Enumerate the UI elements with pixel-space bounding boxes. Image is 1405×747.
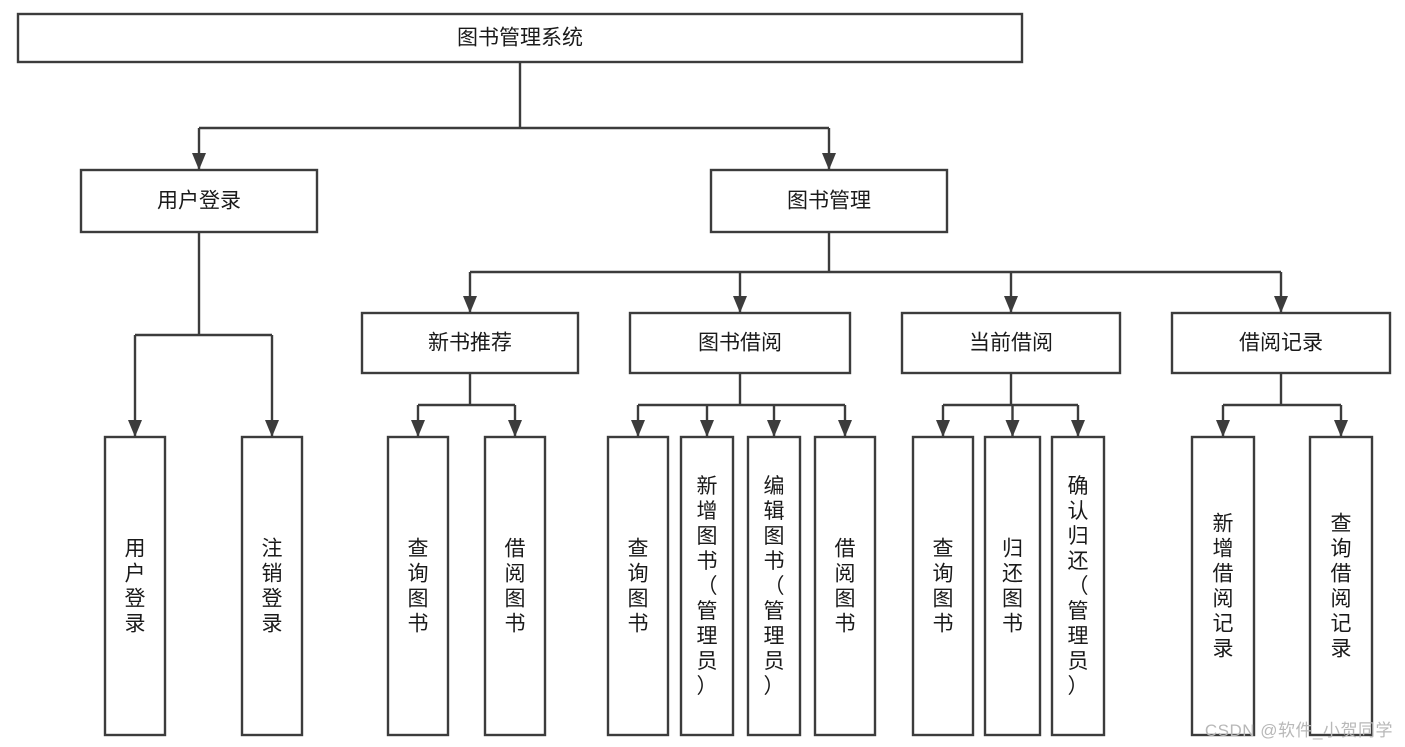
node-box[interactable] (983, 435, 1042, 737)
node-label: 查询图书 (628, 538, 649, 636)
node-box[interactable] (103, 435, 167, 737)
node-label: 图书管理系统 (457, 27, 583, 50)
level2-node-1-图书借阅[interactable]: 图书借阅 (628, 311, 852, 375)
branch-node-2-当前借阅-to-leaves (936, 373, 1085, 437)
node-box[interactable] (900, 311, 1122, 375)
node-label: 借阅图书 (835, 538, 856, 636)
level2-node-2-当前借阅[interactable]: 当前借阅 (900, 311, 1122, 375)
level2-node-0-新书推荐[interactable]: 新书推荐 (360, 311, 580, 375)
node-label: 注销登录 (262, 538, 283, 636)
level1-node-0-用户登录[interactable]: 用户登录 (79, 168, 319, 234)
csdn-watermark: CSDN @软件_小贺同学 (1204, 721, 1393, 740)
node-label: 查询借阅记录 (1331, 513, 1352, 661)
node-box[interactable] (911, 435, 975, 737)
node-label: 借阅记录 (1239, 332, 1323, 355)
node-label: 编辑图书（管理员） (764, 475, 785, 698)
node-box[interactable] (386, 435, 450, 737)
branch-root-to-level1 (192, 62, 836, 170)
leaf-node-7-借阅图书[interactable]: 借阅图书 (813, 435, 877, 737)
node-box[interactable] (16, 12, 1024, 64)
root-node-0-图书管理系统[interactable]: 图书管理系统 (16, 12, 1024, 64)
node-box[interactable] (813, 435, 877, 737)
node-box[interactable] (709, 168, 949, 234)
node-label: 用户登录 (157, 190, 241, 213)
leaf-node-1-注销登录[interactable]: 注销登录 (240, 435, 304, 737)
leaf-node-3-借阅图书[interactable]: 借阅图书 (483, 435, 547, 737)
node-layer: 图书管理系统用户登录图书管理新书推荐图书借阅当前借阅借阅记录用户登录注销登录查询… (16, 12, 1392, 737)
node-box[interactable] (679, 435, 735, 737)
node-label: 借阅图书 (505, 538, 526, 636)
node-label: 查询图书 (933, 538, 954, 636)
node-label: 图书管理 (787, 190, 871, 213)
branch-node-1-图书借阅-to-leaves (631, 373, 852, 437)
branch-node-0-新书推荐-to-leaves (411, 373, 522, 437)
level1-node-1-图书管理[interactable]: 图书管理 (709, 168, 949, 234)
leaf-node-5-新增图书管理员[interactable]: 新增图书（管理员） (679, 435, 735, 737)
leaf-node-12-查询借阅记录[interactable]: 查询借阅记录 (1308, 435, 1374, 737)
node-box[interactable] (483, 435, 547, 737)
leaf-node-2-查询图书[interactable]: 查询图书 (386, 435, 450, 737)
leaf-node-10-确认归还管理员[interactable]: 确认归还（管理员） (1050, 435, 1106, 737)
branch-bookmanagement-to-level2 (463, 232, 1288, 313)
node-label: 新增借阅记录 (1213, 513, 1234, 661)
leaf-node-11-新增借阅记录[interactable]: 新增借阅记录 (1190, 435, 1256, 737)
node-label: 图书借阅 (698, 332, 782, 355)
node-label: 当前借阅 (969, 332, 1053, 355)
branch-userlogin-to-leaves (128, 232, 279, 437)
node-box[interactable] (1050, 435, 1106, 737)
node-box[interactable] (1308, 435, 1374, 737)
leaf-node-4-查询图书[interactable]: 查询图书 (606, 435, 670, 737)
node-box[interactable] (240, 435, 304, 737)
level2-node-3-借阅记录[interactable]: 借阅记录 (1170, 311, 1392, 375)
connector-layer (128, 62, 1348, 437)
node-box[interactable] (606, 435, 670, 737)
leaf-node-6-编辑图书管理员[interactable]: 编辑图书（管理员） (746, 435, 802, 737)
node-label: 查询图书 (408, 538, 429, 636)
node-box[interactable] (79, 168, 319, 234)
node-box[interactable] (1190, 435, 1256, 737)
leaf-node-8-查询图书[interactable]: 查询图书 (911, 435, 975, 737)
node-label: 确认归还（管理员） (1068, 475, 1089, 698)
node-box[interactable] (746, 435, 802, 737)
node-label: 归还图书 (1002, 538, 1023, 636)
node-box[interactable] (360, 311, 580, 375)
node-box[interactable] (1170, 311, 1392, 375)
branch-node-3-借阅记录-to-leaves (1216, 373, 1348, 437)
node-label: 用户登录 (125, 538, 146, 636)
node-label: 新增图书（管理员） (697, 475, 718, 698)
leaf-node-0-用户登录[interactable]: 用户登录 (103, 435, 167, 737)
leaf-node-9-归还图书[interactable]: 归还图书 (983, 435, 1042, 737)
node-box[interactable] (628, 311, 852, 375)
node-label: 新书推荐 (428, 332, 512, 355)
